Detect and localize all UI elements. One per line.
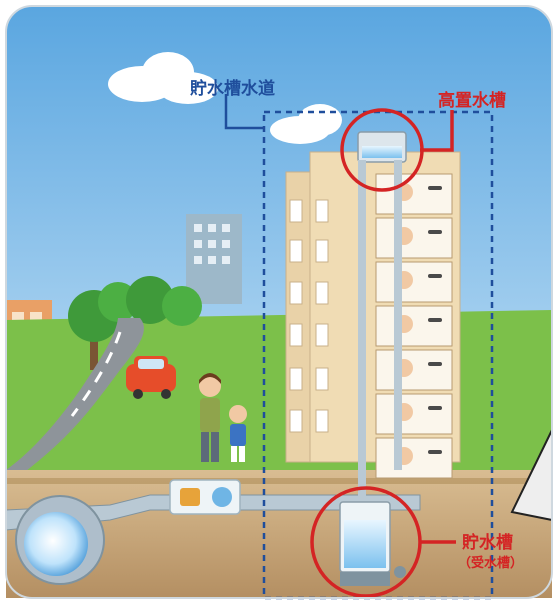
system-label-leader [224, 94, 264, 130]
water-main-pipe [5, 494, 421, 585]
meter-box [169, 479, 241, 515]
storage-tank-sublabel: （受水槽） [458, 556, 524, 571]
riser-pipe [358, 160, 402, 470]
adult-figure [199, 373, 221, 462]
car [126, 356, 176, 399]
elevated-tank-leader [420, 110, 454, 152]
cloud [108, 52, 218, 104]
tree [68, 276, 202, 370]
callout-corner [510, 429, 553, 521]
elevated-water-tank [357, 131, 407, 163]
child-figure [229, 405, 247, 462]
system-label: 貯水槽水道 [190, 79, 275, 99]
elevated-tank-label: 高置水槽 [438, 91, 506, 111]
ground-storage-tank [339, 501, 406, 586]
storage-tank-label: 貯水槽 [462, 533, 513, 553]
apartment-building [289, 151, 461, 479]
